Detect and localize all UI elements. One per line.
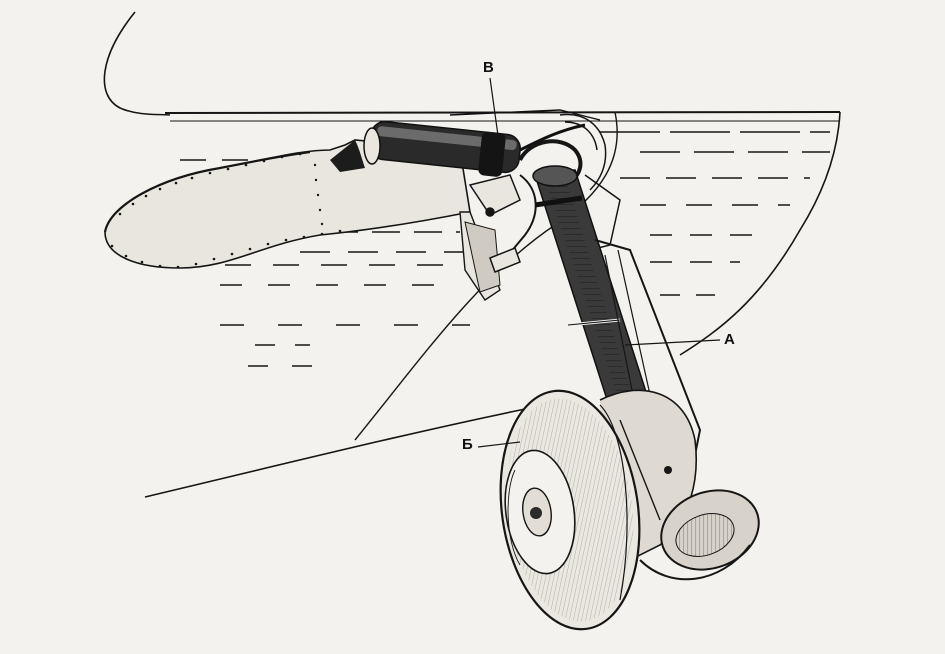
callout-label-a: А	[724, 331, 735, 348]
leader-b	[477, 441, 521, 448]
wing-lower-edge	[144, 404, 546, 498]
wheel-fairing	[639, 489, 760, 581]
wing-shading	[180, 131, 830, 367]
callout-label-b: Б	[462, 436, 473, 453]
main-wheel	[499, 389, 641, 631]
callout-label-v: В	[483, 59, 494, 76]
callout-leaders	[477, 77, 721, 448]
wing-tip-edge	[679, 111, 841, 356]
leader-a	[624, 339, 721, 346]
fuselage-outline	[103, 11, 171, 116]
engine-nacelle	[103, 139, 501, 301]
mounting-bracket	[468, 113, 621, 273]
fairing-curve	[354, 111, 618, 441]
retraction-cylinder	[363, 109, 601, 177]
leader-v	[489, 77, 501, 151]
